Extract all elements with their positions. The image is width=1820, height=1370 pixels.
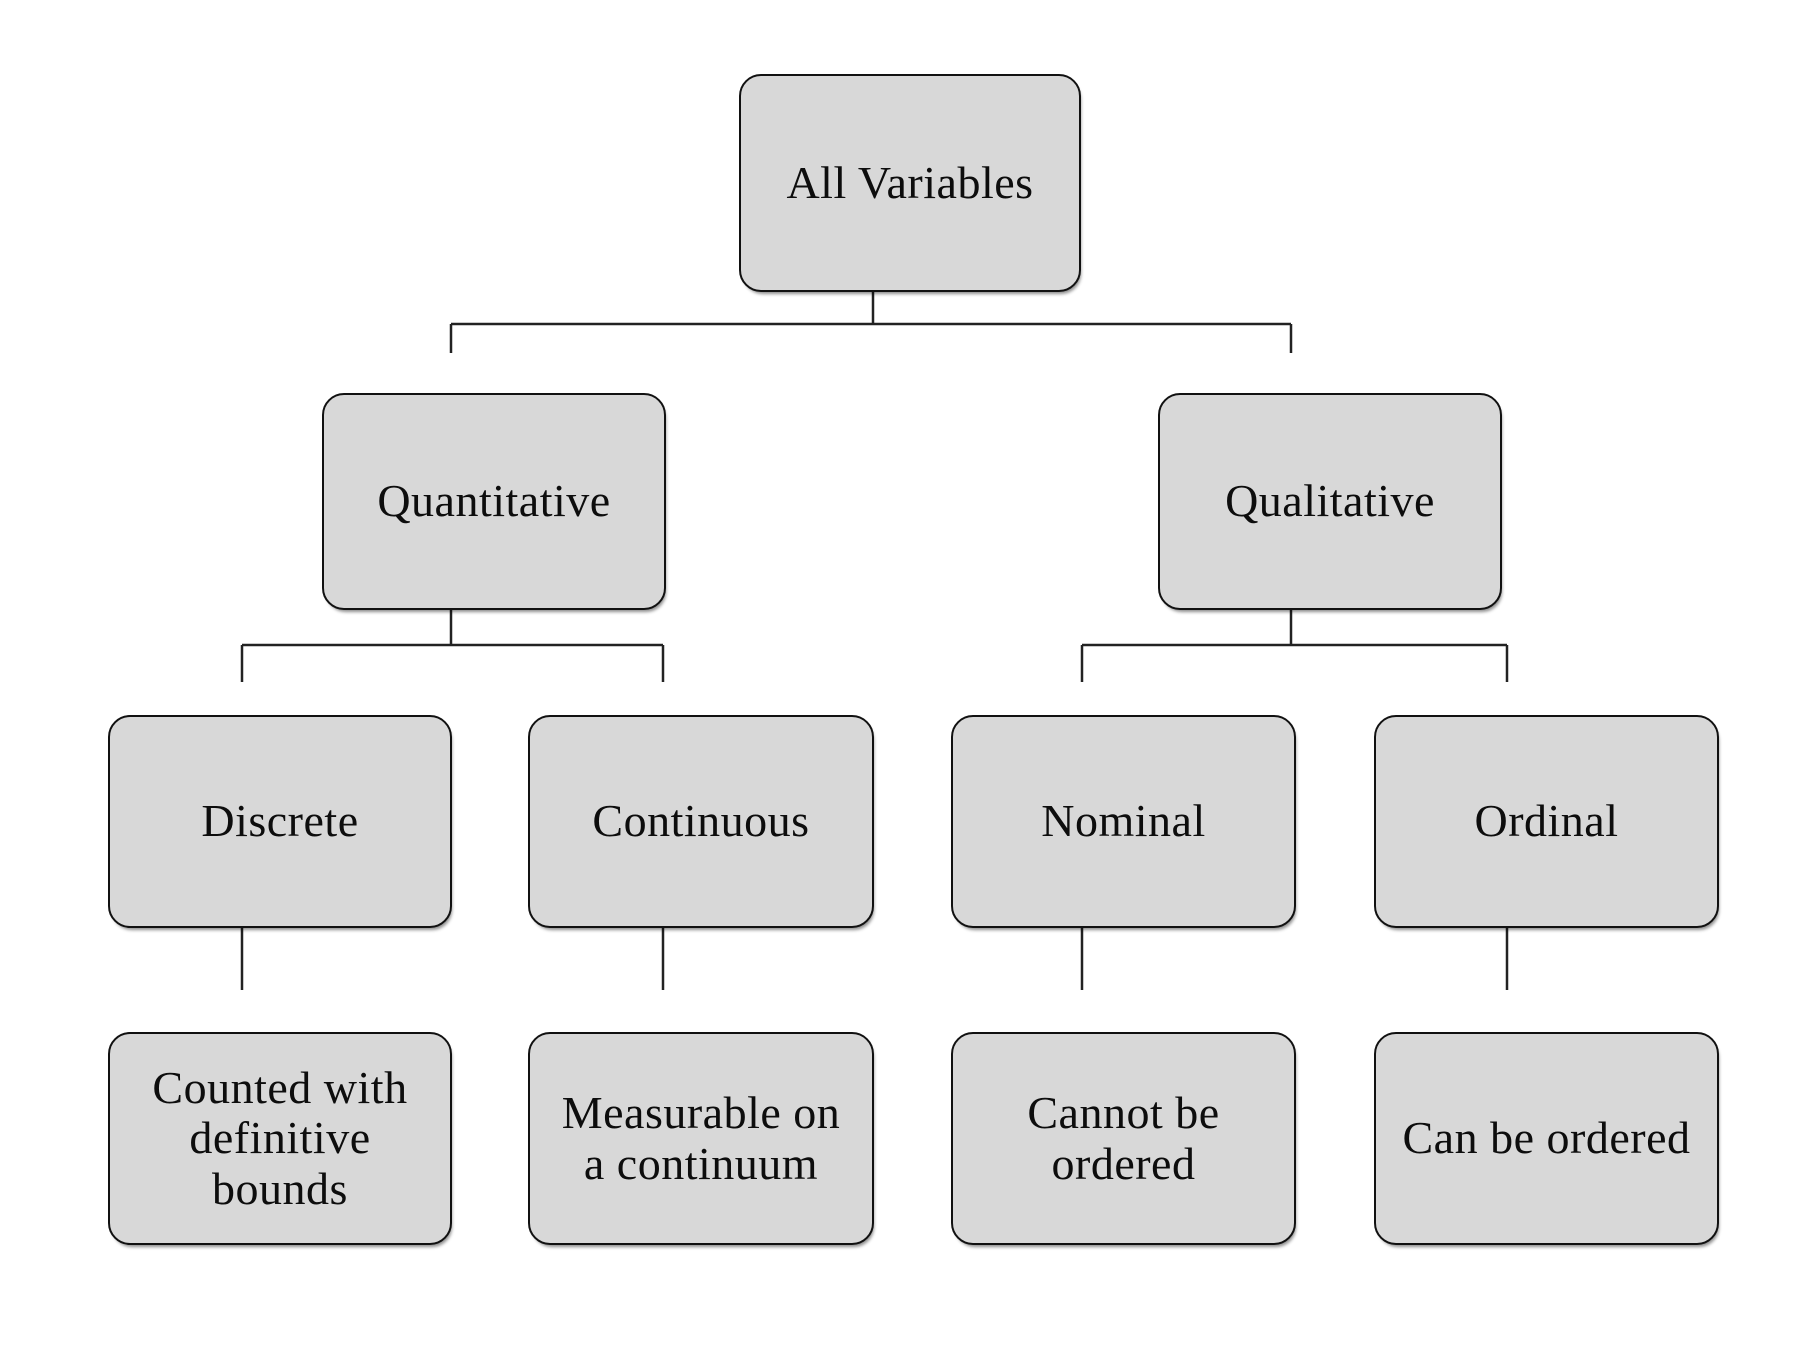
edge-qualitative-children bbox=[1080, 609, 1509, 682]
node-continuous-label: Continuous bbox=[592, 795, 810, 847]
node-nominal-label: Nominal bbox=[1041, 795, 1206, 847]
node-all-variables-label: All Variables bbox=[786, 156, 1034, 208]
node-nominal-description-label: Cannot be ordered bbox=[1027, 1086, 1220, 1189]
edge-allvariables-children bbox=[449, 292, 1293, 353]
node-continuous-description-label: Measurable on a continuum bbox=[561, 1086, 841, 1189]
node-continuous-description: Measurable on a continuum bbox=[528, 1032, 874, 1245]
node-discrete-description-label: Counted with definitive bounds bbox=[152, 1061, 408, 1214]
node-ordinal-description: Can be ordered bbox=[1374, 1032, 1719, 1245]
node-ordinal-description-label: Can be ordered bbox=[1402, 1112, 1691, 1164]
node-ordinal: Ordinal bbox=[1374, 715, 1719, 928]
node-discrete: Discrete bbox=[108, 715, 452, 928]
node-nominal-description: Cannot be ordered bbox=[951, 1032, 1296, 1245]
node-continuous: Continuous bbox=[528, 715, 874, 928]
node-discrete-description: Counted with definitive bounds bbox=[108, 1032, 452, 1245]
edge-quantitative-children bbox=[240, 609, 665, 682]
node-qualitative: Qualitative bbox=[1158, 393, 1502, 610]
node-quantitative: Quantitative bbox=[322, 393, 666, 610]
node-nominal: Nominal bbox=[951, 715, 1296, 928]
node-discrete-label: Discrete bbox=[201, 795, 359, 847]
node-qualitative-label: Qualitative bbox=[1225, 475, 1435, 527]
node-all-variables: All Variables bbox=[739, 74, 1081, 292]
node-quantitative-label: Quantitative bbox=[377, 475, 611, 527]
node-ordinal-label: Ordinal bbox=[1474, 795, 1619, 847]
